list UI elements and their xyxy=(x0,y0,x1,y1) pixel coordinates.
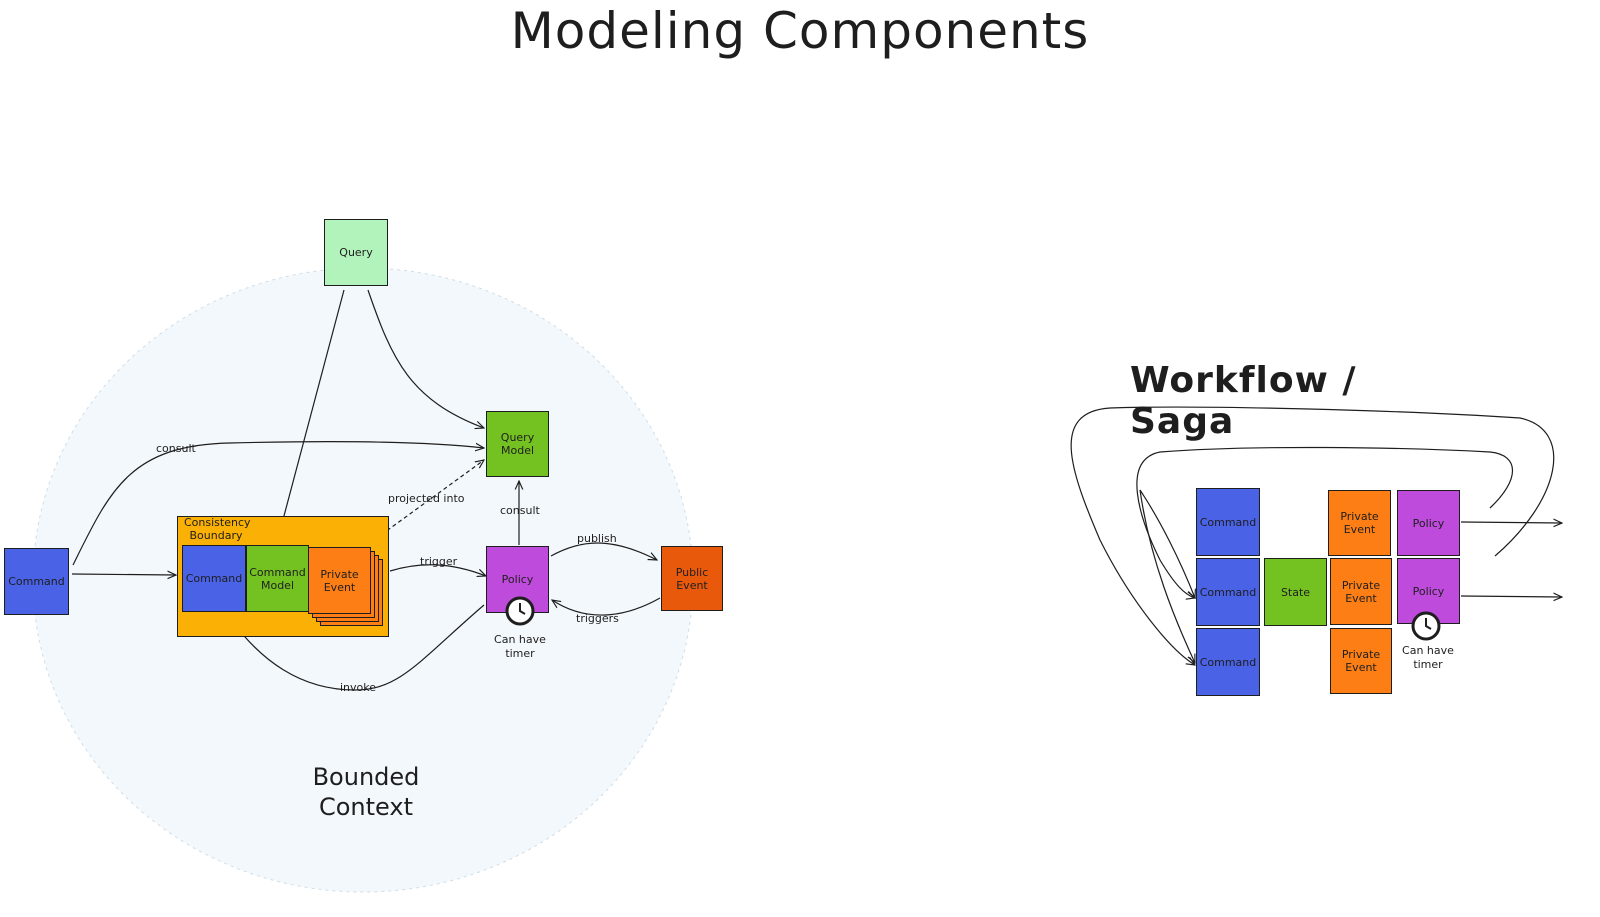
arrow-publish xyxy=(550,542,657,560)
bounded-context-label-line1: Bounded xyxy=(312,763,420,791)
command-outer-sticky[interactable]: Command xyxy=(4,548,69,615)
edge-label-trigger: trigger xyxy=(420,555,458,568)
command-model-sticky[interactable]: Command Model xyxy=(246,545,309,612)
arrow-consult-top xyxy=(72,441,484,566)
clock-icon xyxy=(1411,611,1441,641)
query-sticky[interactable]: Query xyxy=(324,219,388,286)
arrow-projected-into xyxy=(369,460,484,544)
workflow-command-1[interactable]: Command xyxy=(1196,488,1260,556)
arrow-query-to-command-model xyxy=(276,289,345,546)
edge-label-projected-into: projected into xyxy=(388,492,465,505)
workflow-loop-inner xyxy=(1136,446,1514,598)
clock-icon xyxy=(505,596,535,626)
workflow-private-event-1[interactable]: Private Event xyxy=(1328,490,1391,556)
arrow-command-to-boundary xyxy=(71,574,176,575)
edge-label-triggers: triggers xyxy=(576,612,619,625)
bounded-context-label-line2: Context xyxy=(318,793,414,821)
arrow-trigger xyxy=(389,564,486,576)
public-event-sticky[interactable]: Public Event xyxy=(661,546,723,611)
page-title: Modeling Components xyxy=(510,2,1090,60)
arrow-query-to-query-model xyxy=(367,289,484,428)
edge-label-consult-top: consult xyxy=(156,442,196,455)
workflow-timer-note: Can have timer xyxy=(1402,644,1454,671)
consistency-boundary-label: Consistency Boundary xyxy=(184,516,251,542)
workflow-state[interactable]: State xyxy=(1264,558,1327,626)
edge-label-publish: publish xyxy=(577,532,617,545)
edge-label-consult-policy: consult xyxy=(500,504,540,517)
command-inner-sticky[interactable]: Command xyxy=(182,545,246,612)
workflow-policy-1[interactable]: Policy xyxy=(1397,490,1460,556)
timer-note: Can have timer xyxy=(494,633,546,660)
arrow-invoke xyxy=(229,604,485,691)
workflow-policy-out-2 xyxy=(1460,596,1562,597)
arrow-triggers xyxy=(552,597,661,616)
workflow-command-3[interactable]: Command xyxy=(1196,628,1260,696)
private-event-sticky[interactable]: Private Event xyxy=(308,547,371,614)
edge-label-invoke: invoke xyxy=(340,681,377,694)
workflow-policy-out-1 xyxy=(1460,522,1562,523)
query-model-sticky[interactable]: Query Model xyxy=(486,411,549,477)
workflow-arrow-to-command-2 xyxy=(1139,489,1195,663)
workflow-command-2[interactable]: Command xyxy=(1196,558,1260,626)
workflow-loop-outer xyxy=(1070,406,1555,665)
bounded-context-label: Bounded Context xyxy=(276,762,456,822)
workflow-private-event-2[interactable]: Private Event xyxy=(1330,558,1392,625)
workflow-private-event-3[interactable]: Private Event xyxy=(1330,628,1392,694)
workflow-title: Workflow / Saga xyxy=(1130,360,1357,442)
workflow-arrow-to-command-1 xyxy=(1139,489,1195,598)
